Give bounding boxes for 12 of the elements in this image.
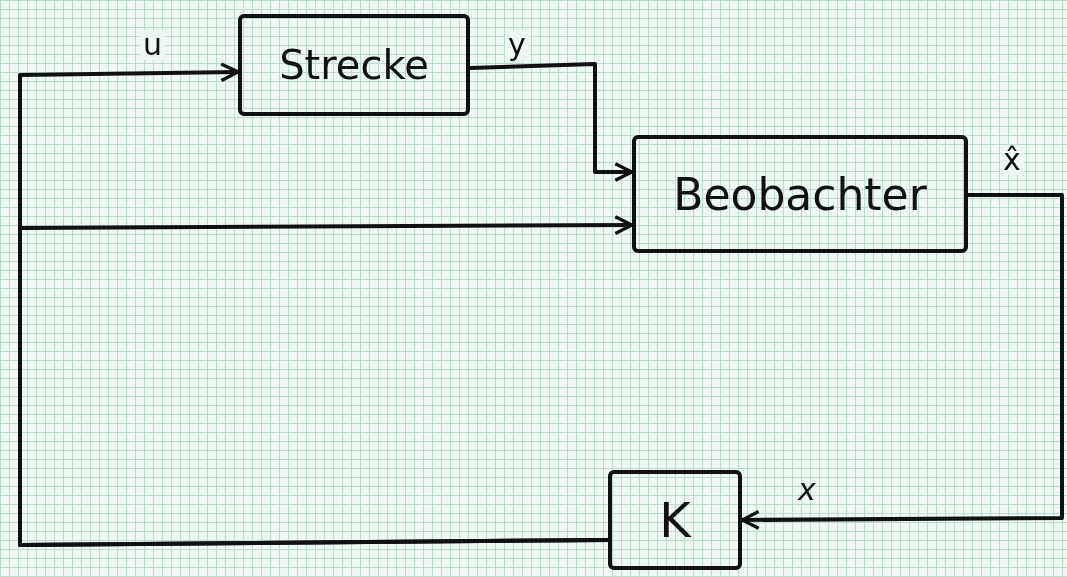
process-box [632, 135, 968, 253]
edge-label: u [140, 30, 165, 60]
process-box [238, 14, 470, 116]
edge-label: y [505, 30, 529, 60]
edge-label: x̂ [1000, 145, 1024, 175]
box-label: K [659, 492, 691, 548]
arrow [18, 215, 634, 547]
process-box [608, 470, 742, 570]
box-label: Strecke [279, 42, 429, 88]
box-label: Beobachter [673, 168, 927, 220]
signal-label: x [798, 475, 816, 505]
arrow [740, 193, 1064, 530]
